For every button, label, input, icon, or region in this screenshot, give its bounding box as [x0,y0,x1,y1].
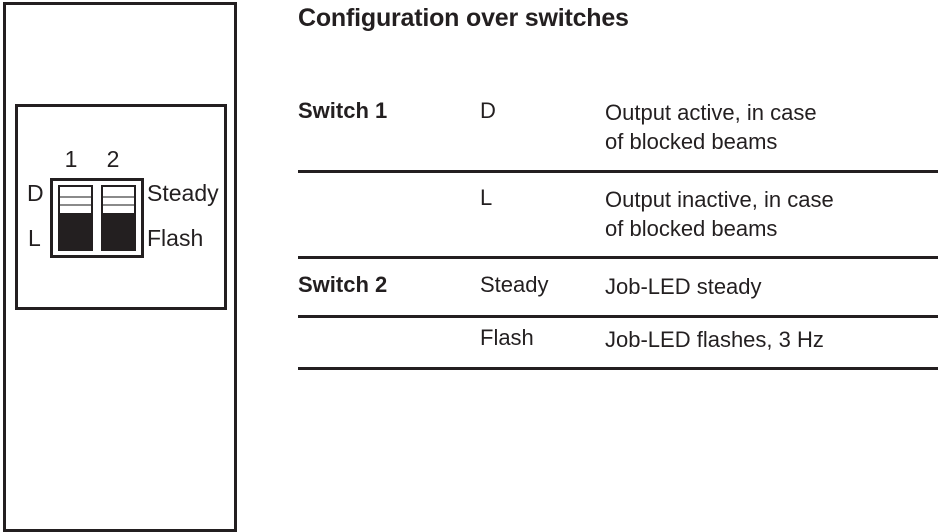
table-divider [298,256,938,259]
cell-description: Job-LED flashes, 3 Hz [605,325,938,354]
configuration-table: Configuration over switches Switch 1 D O… [298,0,938,524]
description-line: Job-LED steady [605,274,762,299]
description-line: Output active, in case [605,100,817,125]
position-label-steady: Steady [147,180,219,206]
dip-switch-body[interactable] [50,178,144,258]
description-line: Output inactive, in case [605,187,834,212]
switch-number-2-label: 2 [106,146,120,172]
position-label-flash: Flash [147,225,204,251]
table-divider [298,315,938,318]
cell-switch-position: Steady [480,272,549,297]
dip-lever-1[interactable] [58,185,93,251]
description-line: Job-LED flashes, 3 Hz [605,327,824,352]
cell-switch-position: L [480,185,493,210]
table-divider [298,170,938,173]
dip-lever-2-actuator [103,214,134,249]
cell-switch-name: Switch 2 [298,272,388,297]
dip-lever-2-track [103,187,134,215]
cell-description: Job-LED steady [605,272,938,301]
position-label-l: L [28,225,41,251]
switch-number-1-label: 1 [64,146,78,172]
cell-description: Output active, in case of blocked beams [605,98,938,156]
description-line: of blocked beams [605,129,778,154]
device-front-panel: 1 2 D L Steady Flash [3,2,237,532]
dip-lever-1-actuator [60,214,91,249]
cell-switch-position: Flash [480,325,534,350]
dip-lever-2[interactable] [101,185,136,251]
position-label-d: D [27,180,44,206]
page-title: Configuration over switches [298,4,629,32]
cell-description: Output inactive, in case of blocked beam… [605,185,938,243]
table-divider [298,367,938,370]
cell-switch-name: Switch 1 [298,98,388,123]
dip-lever-1-track [60,187,91,215]
cell-switch-position: D [480,98,496,123]
description-line: of blocked beams [605,216,778,241]
